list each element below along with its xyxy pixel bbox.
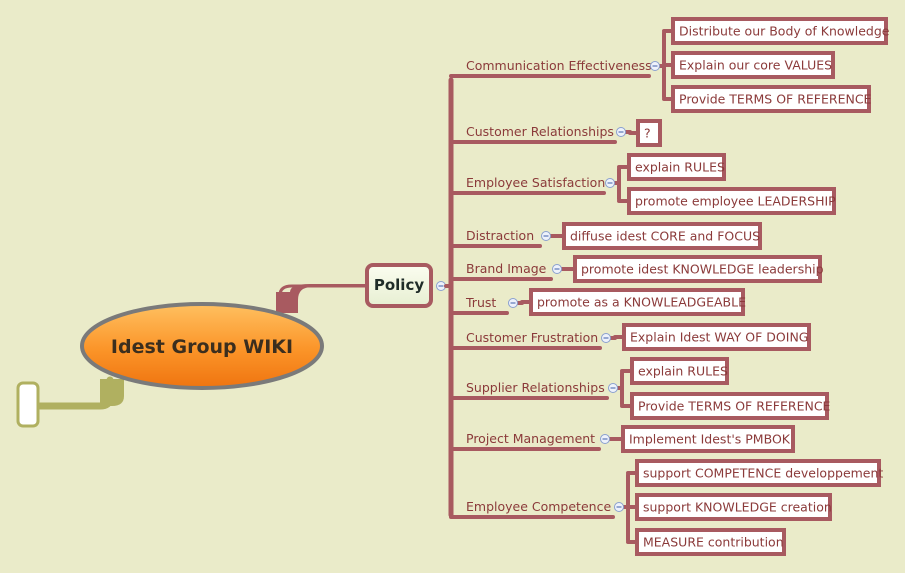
collapse-toggle-icon[interactable] (541, 231, 551, 241)
leaf-label: Provide TERMS OF REFERENCE (638, 399, 831, 414)
branch-label: Distraction (466, 228, 534, 243)
branch-label: Employee Satisfaction (466, 175, 605, 190)
leaf-topic[interactable]: Provide TERMS OF REFERENCE (671, 85, 872, 113)
collapse-toggle-icon[interactable] (605, 178, 615, 188)
leaf-topic[interactable]: MEASURE contribution (635, 528, 786, 556)
leaf-label: Implement Idest's PMBOK (629, 432, 791, 447)
leaf-topic[interactable]: promote idest KNOWLEDGE leadership (573, 255, 824, 283)
branch-label: Trust (465, 295, 496, 310)
branch-label: Project Management (466, 431, 595, 446)
leaf-label: Distribute our Body of Knowledge (679, 24, 890, 39)
collapse-toggle-icon[interactable] (552, 264, 562, 274)
leaf-topic[interactable]: Implement Idest's PMBOK (621, 425, 795, 453)
branch-topic[interactable]: Brand Image (466, 261, 547, 276)
collapse-toggle-icon[interactable] (608, 383, 618, 393)
branch-topic[interactable]: Trust (465, 295, 496, 310)
branch-label: Customer Frustration (466, 330, 598, 345)
collapse-toggle-icon[interactable] (616, 127, 626, 137)
leaf-label: support KNOWLEDGE creation (643, 500, 832, 515)
root-policy-connector (276, 284, 369, 313)
branch-topic[interactable]: Customer Frustration (466, 330, 598, 345)
branch-label: Employee Competence (466, 499, 611, 514)
collapse-toggle-icon[interactable] (600, 434, 610, 444)
leaf-label: ? (644, 126, 651, 141)
collapse-toggle-icon[interactable] (650, 61, 660, 71)
root-left-connector (36, 376, 124, 410)
branch-topic[interactable]: Customer Relationships (466, 124, 614, 139)
leaf-label: diffuse idest CORE and FOCUS (570, 229, 760, 244)
leaf-topic[interactable]: explain RULES (630, 357, 729, 385)
branch-topic[interactable]: Communication Effectiveness (466, 58, 652, 73)
leaf-topic[interactable]: Explain our core VALUES (671, 51, 835, 79)
branch-topic[interactable]: Supplier Relationships (466, 380, 605, 395)
floating-topic-box[interactable] (16, 381, 40, 428)
leaf-topic[interactable]: diffuse idest CORE and FOCUS (562, 222, 762, 250)
collapse-toggle-icon[interactable] (508, 298, 518, 308)
leaf-topic[interactable]: promote employee LEADERSHIP (627, 187, 836, 215)
leaf-label: promote as a KNOWLEADGEABLE (537, 295, 746, 310)
leaf-topic[interactable]: ? (636, 119, 662, 147)
policy-topic[interactable]: Policy (365, 263, 433, 308)
leaf-topic[interactable]: explain RULES (627, 153, 726, 181)
branch-label: Customer Relationships (466, 124, 614, 139)
collapse-toggle-icon[interactable] (601, 333, 611, 343)
leaf-label: Explain our core VALUES (679, 58, 832, 73)
leaf-topic[interactable]: promote as a KNOWLEADGEABLE (529, 288, 746, 316)
leaf-label: MEASURE contribution (643, 535, 784, 550)
leaf-topic[interactable]: Provide TERMS OF REFERENCE (630, 392, 831, 420)
leaf-topic[interactable]: support KNOWLEDGE creation (635, 493, 832, 521)
branch-topic[interactable]: Project Management (466, 431, 595, 446)
branch-label: Communication Effectiveness (466, 58, 652, 73)
leaf-label: explain RULES (635, 160, 725, 175)
leaf-label: promote employee LEADERSHIP (635, 194, 836, 209)
leaf-label: promote idest KNOWLEDGE leadership (581, 262, 824, 277)
leaves-layer: Distribute our Body of KnowledgeExplain … (529, 17, 890, 556)
policy-label: Policy (374, 276, 424, 294)
leaf-label: explain RULES (638, 364, 728, 379)
leaf-topic[interactable]: Explain Idest WAY OF DOING (622, 323, 811, 351)
branch-label: Brand Image (466, 261, 547, 276)
policy-collapse-icon[interactable] (436, 281, 446, 291)
leaf-label: Explain Idest WAY OF DOING (630, 330, 809, 345)
collapse-toggle-icon[interactable] (614, 502, 624, 512)
leaf-topic[interactable]: support COMPETENCE developpement (635, 459, 883, 487)
branch-topic[interactable]: Distraction (466, 228, 534, 243)
branch-topic[interactable]: Employee Competence (466, 499, 611, 514)
leaf-label: Provide TERMS OF REFERENCE (679, 92, 872, 107)
branch-topic[interactable]: Employee Satisfaction (466, 175, 605, 190)
leaf-topic[interactable]: Distribute our Body of Knowledge (671, 17, 890, 45)
branch-label: Supplier Relationships (466, 380, 605, 395)
root-topic[interactable]: Idest Group WIKI (80, 302, 324, 390)
root-label: Idest Group WIKI (111, 336, 293, 358)
leaf-label: support COMPETENCE developpement (643, 466, 883, 481)
branch-connectors (444, 74, 651, 519)
